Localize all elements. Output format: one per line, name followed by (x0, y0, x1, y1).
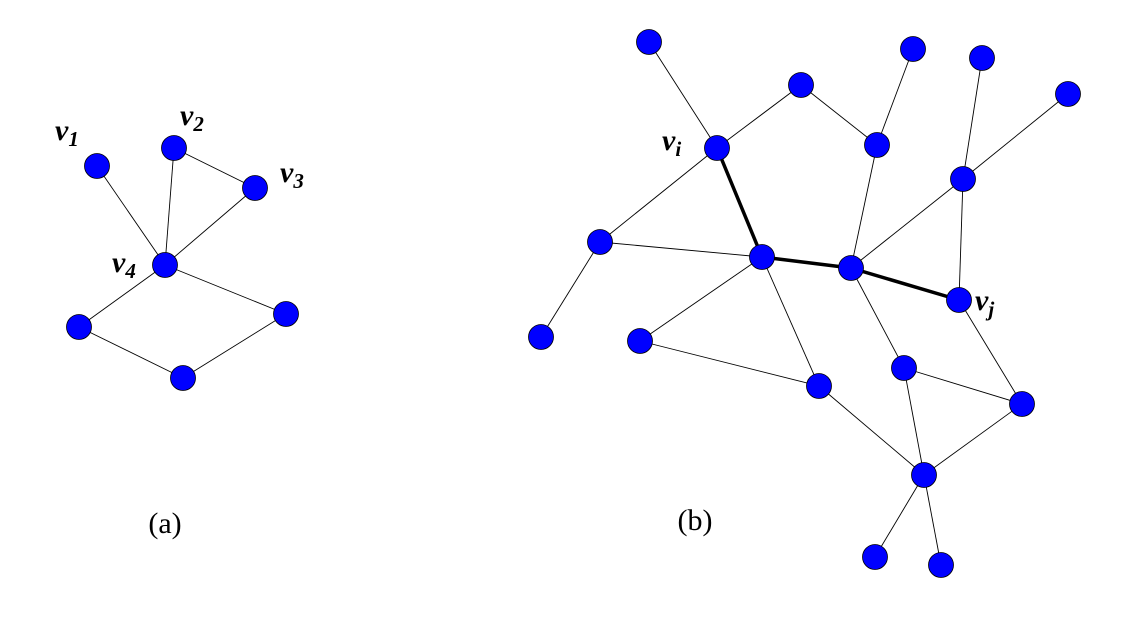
edge-J-G (850, 178, 964, 269)
node-K (528, 324, 554, 350)
node-P (911, 462, 937, 488)
edge-a5-a7 (78, 326, 184, 379)
node-O (1009, 391, 1035, 417)
node-A (636, 29, 662, 55)
node-label-v1: v1 (55, 114, 79, 151)
caption-a: (a) (148, 507, 181, 540)
path-edge-J-vj (850, 266, 960, 302)
node-label-vi: vi (662, 124, 681, 161)
node-G (950, 166, 976, 192)
edge-N-P (903, 367, 925, 476)
node-D (969, 45, 995, 71)
node-a5 (66, 314, 92, 340)
edge-N-O (903, 367, 1023, 405)
node-v1 (84, 153, 110, 179)
edge-A-vi (648, 41, 718, 149)
edge-F-C (876, 48, 914, 146)
node-I (749, 244, 775, 270)
edge-G-D (962, 57, 983, 180)
edge-P-R (923, 474, 942, 566)
node-label-v4: v4 (112, 246, 136, 283)
edge-J-N (850, 267, 905, 369)
node-label-v3: v3 (280, 156, 304, 193)
edge-a7-a6 (182, 313, 287, 379)
node-v4 (152, 252, 178, 278)
edge-H-I (599, 241, 763, 258)
node-E (1055, 81, 1081, 107)
edge-v2-v3 (173, 147, 256, 189)
edge-G-E (962, 93, 1069, 180)
node-F (864, 132, 890, 158)
node-C (900, 36, 926, 62)
node-N (891, 355, 917, 381)
edge-B-F (800, 84, 878, 146)
node-a6 (273, 301, 299, 327)
node-M (806, 373, 832, 399)
edge-G-vj (958, 178, 964, 301)
node-v2 (161, 135, 187, 161)
edge-v2-v4 (164, 147, 175, 266)
node-vi (704, 135, 730, 161)
caption-b: (b) (678, 504, 713, 537)
node-label-vj: vj (975, 284, 994, 321)
node-Q (862, 544, 888, 570)
node-R (928, 552, 954, 578)
edge-H-K (540, 241, 601, 338)
path-edge-vi-I (715, 147, 764, 258)
edge-vi-H (599, 147, 718, 243)
node-v3 (242, 175, 268, 201)
node-L (627, 328, 653, 354)
path-edge-I-J (761, 255, 852, 270)
node-H (587, 229, 613, 255)
edge-I-M (761, 256, 820, 387)
node-a7 (170, 365, 196, 391)
node-vj (946, 287, 972, 313)
edge-v3-v4 (164, 187, 256, 266)
node-J (838, 255, 864, 281)
edge-vi-B (716, 84, 802, 149)
edge-F-J (850, 144, 878, 269)
node-B (788, 72, 814, 98)
edge-M-P (818, 385, 925, 476)
edge-O-P (923, 403, 1023, 476)
edge-vj-O (958, 299, 1023, 405)
edge-L-M (639, 340, 820, 387)
edge-v1-v4 (96, 165, 166, 266)
node-label-v2: v2 (180, 99, 204, 136)
edge-I-L (639, 256, 763, 342)
edge-v4-a6 (164, 264, 287, 315)
edge-v4-a5 (78, 264, 166, 328)
edge-P-Q (874, 474, 925, 558)
